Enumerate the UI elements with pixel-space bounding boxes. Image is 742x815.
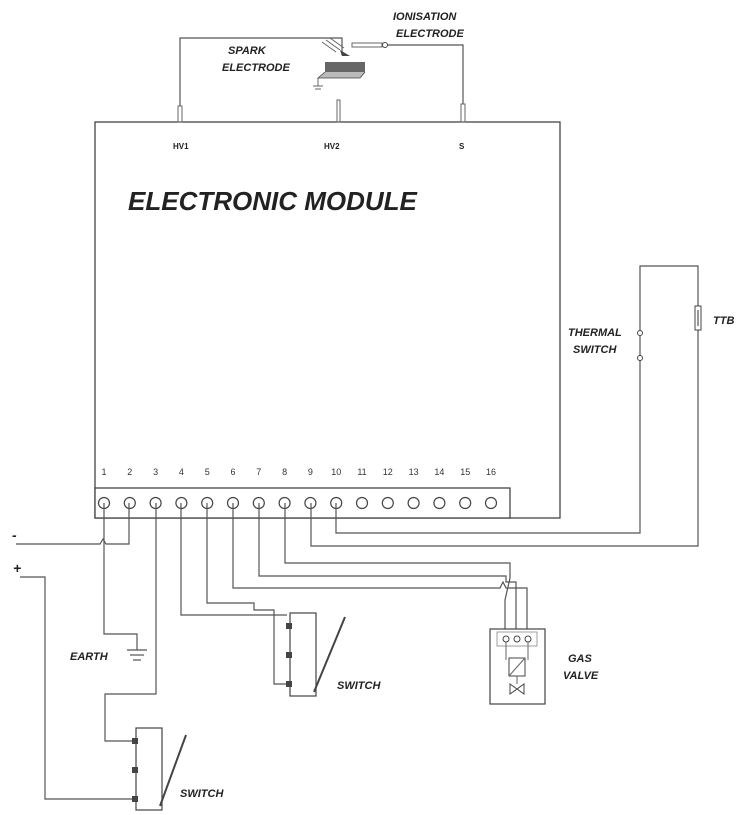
spark-label-1: SPARK bbox=[228, 45, 267, 57]
spark-label-2: ELECTRODE bbox=[222, 62, 291, 74]
earth-wire bbox=[103, 503, 138, 650]
terminal-2-screw bbox=[123, 496, 136, 510]
s-label: S bbox=[459, 142, 465, 151]
terminal-11-label: 11 bbox=[357, 467, 366, 477]
module-title: ELECTRONIC MODULE bbox=[128, 186, 418, 216]
gas-label-2: VALVE bbox=[563, 670, 599, 682]
lower-switch-icon bbox=[132, 727, 187, 811]
earth-label: EARTH bbox=[70, 651, 109, 663]
hv2-label: HV2 bbox=[324, 142, 340, 151]
thermal-ttb-link bbox=[639, 265, 699, 333]
terminal-10-label: 10 bbox=[331, 467, 341, 477]
ionisation-electrode bbox=[351, 42, 383, 48]
hv2-connector bbox=[336, 99, 341, 123]
terminal-1-label: 1 bbox=[101, 467, 106, 477]
ionisation-label-2: ELECTRODE bbox=[396, 28, 465, 40]
terminal-5-wire bbox=[206, 503, 287, 685]
electronic-module-box bbox=[94, 121, 561, 519]
terminal-12-screw bbox=[381, 496, 394, 510]
terminal-14-label: 14 bbox=[434, 467, 444, 477]
terminal-2-label: 2 bbox=[127, 467, 132, 477]
terminal-6-wire bbox=[232, 503, 528, 633]
terminal-10-wire bbox=[335, 360, 641, 534]
terminal-9-label: 9 bbox=[308, 467, 313, 477]
ionisation-wire bbox=[385, 44, 464, 104]
terminal-16-screw bbox=[484, 496, 498, 510]
terminal-5-label: 5 bbox=[205, 467, 210, 477]
ionisation-label-1: IONISATION bbox=[393, 11, 457, 23]
upper-switch-label: SWITCH bbox=[337, 680, 381, 692]
lower-switch-label: SWITCH bbox=[180, 788, 224, 800]
ttb-icon bbox=[694, 305, 702, 331]
terminal-13-screw bbox=[407, 496, 420, 510]
terminal-13-label: 13 bbox=[409, 467, 419, 477]
terminal-4-label: 4 bbox=[179, 467, 184, 477]
terminal-15-screw bbox=[459, 496, 472, 510]
s-connector bbox=[460, 103, 466, 123]
positive-wire bbox=[20, 576, 134, 800]
gas-label-1: GAS bbox=[568, 653, 593, 665]
terminal-3-label: 3 bbox=[153, 467, 158, 477]
earth-icon bbox=[127, 649, 147, 661]
gas-valve-icon bbox=[489, 628, 546, 705]
terminal-7-wire bbox=[258, 503, 517, 633]
terminal-8-wire bbox=[284, 503, 511, 633]
ionisation-electrode-end bbox=[382, 42, 388, 48]
plus-label: + bbox=[13, 560, 21, 576]
minus-label: - bbox=[12, 527, 17, 543]
terminal-12-label: 12 bbox=[383, 467, 393, 477]
terminal-9-wire bbox=[310, 330, 699, 547]
hv1-connector bbox=[177, 105, 183, 123]
thermal-label-2: SWITCH bbox=[573, 344, 617, 356]
terminal-14-screw bbox=[433, 496, 446, 510]
hv1-label: HV1 bbox=[173, 142, 189, 151]
terminal-8-label: 8 bbox=[282, 467, 287, 477]
terminal-15-label: 15 bbox=[460, 467, 470, 477]
terminal-6-label: 6 bbox=[230, 467, 235, 477]
thermal-label-1: THERMAL bbox=[568, 327, 622, 339]
ttb-label: TTB bbox=[713, 315, 734, 327]
terminal-11-screw bbox=[355, 496, 369, 510]
terminal-16-label: 16 bbox=[486, 467, 496, 477]
terminal-4-wire bbox=[180, 503, 287, 616]
thermal-switch-icon bbox=[637, 330, 643, 361]
upper-switch-icon bbox=[286, 612, 346, 697]
terminal-3-wire bbox=[104, 503, 157, 742]
terminal-7-label: 7 bbox=[256, 467, 261, 477]
spark-electrode-icon bbox=[313, 37, 366, 90]
